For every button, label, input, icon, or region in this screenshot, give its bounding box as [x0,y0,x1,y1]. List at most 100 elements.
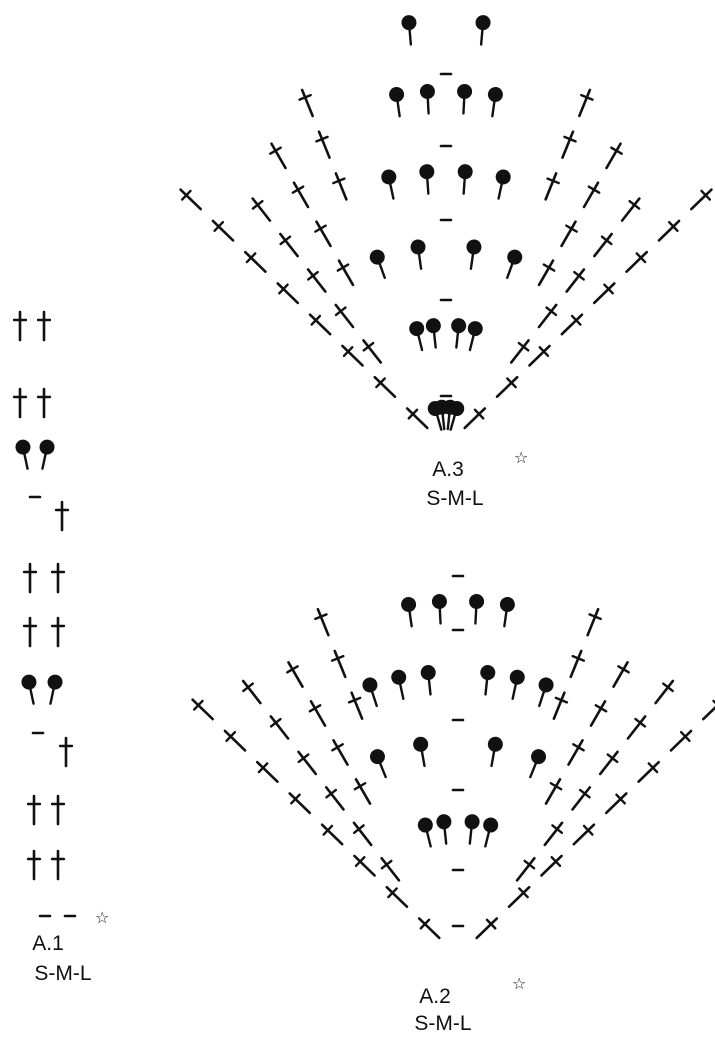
bobble-stitch [529,749,547,779]
treble-stitch [276,282,300,305]
treble-stitch [191,698,215,721]
treble-stitch [50,794,66,826]
treble-stitch [560,313,584,336]
treble-stitch [347,691,364,720]
bobble-stitch [39,439,55,470]
treble-stitch [330,649,347,679]
treble-stitch [626,715,647,740]
bobble-stitch [480,665,496,696]
bobble-stitch [457,83,473,115]
bobble-stitch [420,665,436,696]
treble-stitch [567,739,585,766]
bobble-stitch [425,318,441,349]
treble-stitch [495,375,519,398]
treble-stitch [569,649,586,679]
bobble-stitch [409,321,425,352]
treble-stitch [578,88,594,118]
bobble-stitch [417,817,433,848]
chart-a3-sizes: S-M-L [426,487,484,510]
bobble-stitch [15,439,31,470]
treble-stitch [689,188,713,211]
bobble-stitch [21,674,37,705]
treble-stitch [279,232,299,258]
treble-stitch [12,310,28,342]
treble-stitch [612,661,630,688]
treble-stitch [36,387,52,419]
treble-stitch [507,885,531,908]
treble-stitch [286,661,304,688]
treble-stitch [582,181,601,209]
treble-stitch [537,259,556,287]
bobble-stitch [401,596,417,628]
treble-stitch [544,172,560,201]
treble-stitch [380,856,401,882]
treble-stitch [417,917,441,940]
treble-stitch [54,500,70,532]
treble-stitch [572,823,596,846]
treble-stitch [560,220,578,248]
treble-stitch [593,232,613,258]
treble-stitch [604,792,628,815]
treble-stitch [598,750,619,776]
treble-stitch [537,303,558,329]
bobble-stitch [410,239,426,270]
treble-stitch [589,700,608,727]
treble-stitch [306,268,327,293]
chart-a3-name: A.3 [432,458,464,481]
treble-stitch [475,917,499,940]
bobble-stitch [457,164,473,195]
treble-stitch [179,188,203,211]
treble-stitch [22,562,38,594]
treble-stitch [373,375,397,398]
treble-stitch [385,885,409,908]
treble-stitch [315,130,331,159]
bobble-stitch [487,86,503,118]
treble-stitch [353,778,372,805]
treble-stitch [12,387,28,419]
treble-stitch [362,339,383,364]
bobble-stitch [451,318,467,349]
bobble-stitch [389,86,405,118]
bobble-stitch [362,677,378,708]
bobble-stitch [369,249,386,279]
chart-a3-start-marker: ☆ [514,448,529,467]
treble-stitch [561,130,577,159]
bobble-stitch [449,401,465,431]
treble-stitch [288,792,312,815]
bobble-stitch [475,15,491,46]
treble-stitch [463,407,487,430]
bobble-stitch [466,239,482,270]
bobble-stitch [419,83,435,115]
chart-a3 [179,15,713,431]
treble-stitch [620,197,641,222]
treble-stitch [308,700,327,727]
treble-stitch [334,303,355,329]
treble-stitch [353,854,376,877]
treble-stitch [544,778,563,805]
bobble-stitch [47,674,63,705]
treble-stitch [605,142,623,170]
treble-stitch [528,344,551,367]
treble-stitch [332,172,348,201]
chart-a2-name: A.2 [419,985,451,1008]
treble-stitch [298,88,314,118]
bobble-stitch [413,736,429,768]
treble-stitch [256,760,279,783]
treble-stitch [331,739,349,766]
treble-stitch [637,760,660,783]
treble-stitch [515,856,536,882]
treble-stitch [405,407,429,430]
treble-stitch [540,854,563,877]
bobble-stitch [464,814,480,845]
chart-a1-sizes: S-M-L [34,962,92,985]
treble-stitch [586,607,602,637]
bobble-stitch [391,669,407,700]
treble-stitch [251,197,272,222]
chart-a2-sizes: S-M-L [414,1012,472,1035]
treble-stitch [341,344,364,367]
treble-stitch [657,219,681,242]
treble-stitch [592,282,616,305]
treble-stitch [22,616,38,648]
bobble-stitch [431,593,447,625]
